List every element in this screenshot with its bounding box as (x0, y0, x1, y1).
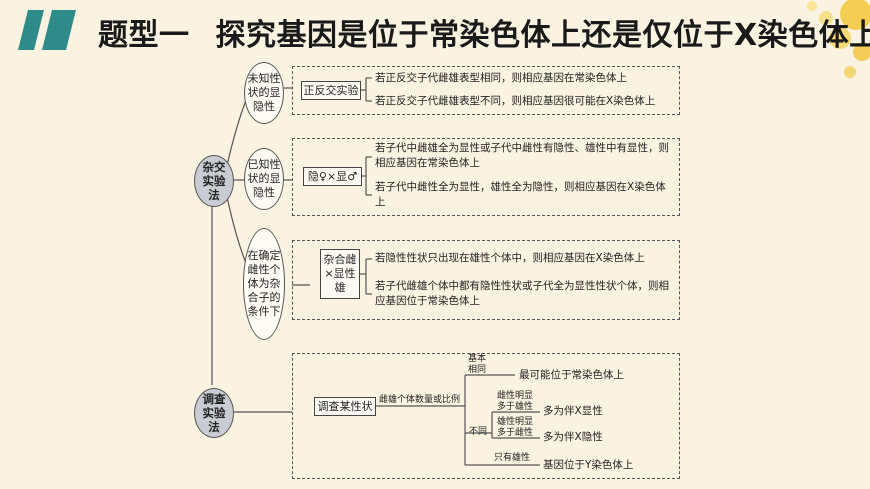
section2-frame (292, 138, 680, 216)
different-label: 不同 (469, 427, 488, 437)
result-y-chromosome: 基因位于Y染色体上 (543, 459, 634, 471)
section1-result-2: 若正反交子代雌雄表型不同，则相应基因很可能在X染色体上 (375, 95, 656, 107)
male-more-label: 雄性明显多于雌性 (497, 417, 534, 438)
section1-frame (292, 66, 680, 115)
section2-label-box: 隐♀×显♂ (303, 167, 362, 186)
node-unknown-trait: 未知性状的显隐性 (244, 62, 284, 124)
section4-frame (292, 353, 680, 479)
female-more-label: 雌性明显多于雄性 (497, 391, 534, 412)
male-only-label: 只有雄性 (494, 453, 531, 463)
section2-result-1: 若子代中雌雄全为显性或子代中雌性有隐性、雄性中有显性，则相应基因在常染色体上 (375, 142, 669, 169)
node-survey-method: 调查实验法 (194, 388, 234, 438)
node-heterozygous-condition: 在确定雌性个体为杂合子的条件下 (243, 228, 285, 340)
node-hybrid-method: 杂交实验法 (194, 155, 234, 207)
node-known-trait: 已知性状的显隐性 (244, 148, 284, 210)
section2-result-2: 若子代中雌性全为显性，雄性全为隐性，则相应基因在X染色体上 (375, 181, 666, 208)
section3-result-2: 若子代雌雄个体中都有隐性性状或子代全为显性性状个体，则相应基因位于常染色体上 (375, 280, 669, 307)
result-x-dominant: 多为伴X显性 (543, 405, 603, 417)
title-part1: 题型一 (98, 18, 190, 53)
section3-label-box: 杂合雌×显性雄 (320, 249, 360, 299)
flower-decoration (770, 0, 870, 100)
section3-frame (292, 240, 680, 320)
page-title: 题型一探究基因是位于常染色体上还是仅位于X染色体上 (98, 10, 870, 54)
basic-same-label: 基本相同 (468, 354, 487, 375)
section4-label-box: 调查某性状 (314, 397, 376, 416)
result-x-recessive: 多为伴X隐性 (543, 431, 603, 443)
section3-result-1: 若隐性性状只出现在雄性个体中，则相应基因在X染色体上 (375, 252, 645, 264)
ratio-label: 雌雄个体数量或比例 (379, 395, 461, 405)
section1-result-1: 若正反交子代雌雄表型相同，则相应基因在常染色体上 (375, 72, 627, 84)
result-autosome: 最可能位于常染色体上 (519, 369, 624, 381)
section1-label-box: 正反交实验 (301, 81, 361, 100)
title-accent-bar (18, 10, 76, 50)
title-part2: 探究基因是位于常染色体上还是仅位于X染色体上 (215, 18, 870, 53)
